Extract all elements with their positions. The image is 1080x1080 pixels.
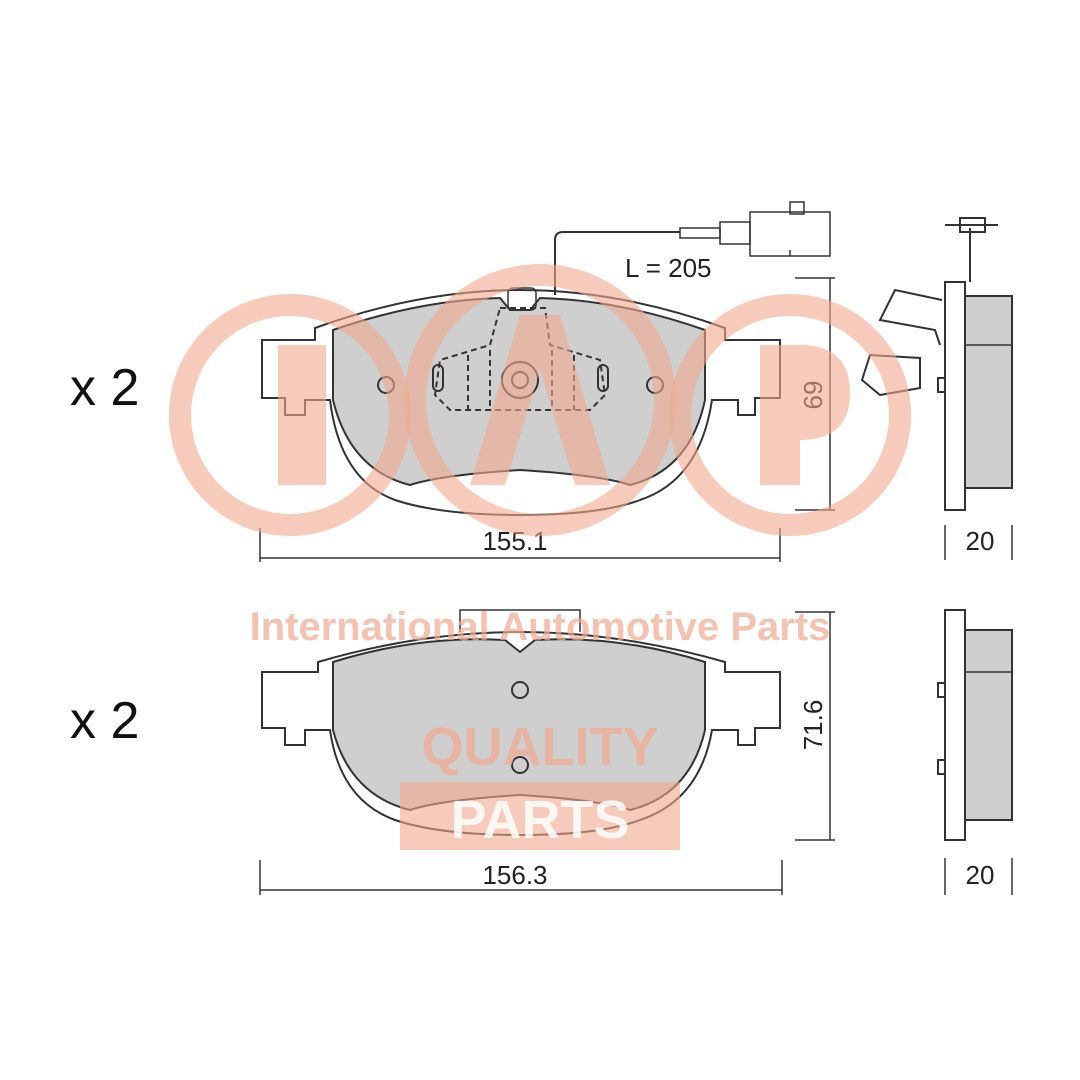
watermark-parts: PARTS [450,790,629,850]
bottom-pad-height-label: 71.6 [798,700,828,751]
wire-length-label: L = 205 [625,253,712,283]
top-pad-quantity: x 2 [70,359,139,417]
bottom-pad-height-dimension [795,611,835,841]
watermark-quality: QUALITY [422,717,659,777]
top-pad-thickness-dimension [944,525,1013,560]
bottom-pad-width-dimension [259,860,783,895]
top-pad-thickness-label: 20 [966,526,995,556]
bottom-pad-thickness-label: 20 [966,860,995,890]
watermark-parts-box [400,782,680,850]
bottom-pad-quantity: x 2 [70,692,139,750]
bottom-pad-side-view [937,609,1013,841]
bottom-pad-thickness-dimension [944,858,1013,895]
iap-logo-watermark [169,264,911,536]
top-pad-side-view [860,217,1013,511]
watermark-company-name: International Automotive Parts [250,605,831,649]
bottom-pad-width-label: 156.3 [482,860,547,890]
